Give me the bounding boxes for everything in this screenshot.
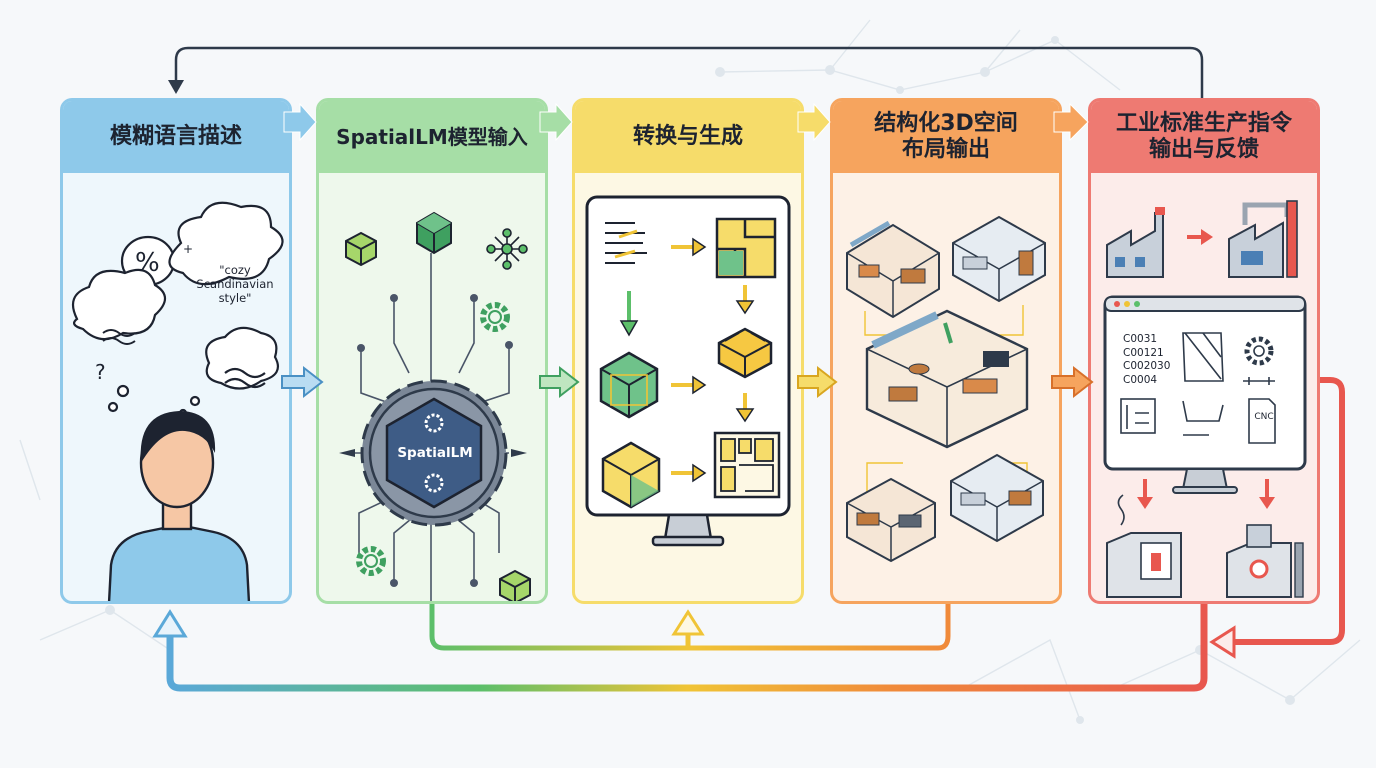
code-line: C0031 (1123, 333, 1158, 345)
style-quote-text: "cozy Scandinavian style" (196, 263, 274, 305)
room-iso-icon (950, 453, 1044, 543)
cube-icon (601, 441, 661, 509)
stage-title: 工业标准生产指令 输出与反馈 (1091, 101, 1317, 173)
top-feedback-arrowhead (168, 80, 184, 94)
person-icon (107, 411, 251, 601)
cnc-machine-icon (1106, 494, 1182, 598)
stage-panel-spatiallm-input: SpatialLM模型输入 (316, 98, 548, 604)
right-return-loop (1222, 377, 1345, 645)
model-hub-illustration (339, 211, 531, 601)
room-iso-icon (865, 309, 1029, 449)
stage-title: SpatialLM模型输入 (319, 101, 545, 173)
hub-label: SpatialLM (397, 445, 473, 461)
bottom-feedback-loop (166, 604, 1208, 692)
room-iso-icon (952, 215, 1046, 303)
plus-symbol: + (183, 242, 193, 256)
code-line: C0004 (1123, 373, 1158, 386)
cube-icon (599, 351, 659, 419)
thought-bubble-icon (71, 268, 167, 341)
stage-panel-industrial-output: 工业标准生产指令 输出与反馈 (1088, 98, 1320, 604)
factory-monitor-illustration (1103, 200, 1307, 598)
person-thinking-illustration: % ? + (71, 201, 284, 601)
room-iso-icon (846, 477, 936, 563)
monitor-icon (1103, 295, 1307, 494)
cube-icon (416, 211, 452, 255)
bottom-loop-arrowhead (152, 609, 188, 638)
blocks-icon (717, 327, 773, 379)
stage-title: 结构化3D空间 布局输出 (833, 101, 1059, 173)
cube-icon (499, 569, 531, 601)
floorplan-icon (713, 431, 781, 499)
stage-title: 模糊语言描述 (63, 101, 289, 173)
top-feedback-line (174, 46, 1204, 98)
right-return-arrowhead (1209, 625, 1236, 659)
cnc-machine-icon (1226, 524, 1304, 598)
stage-title: 转换与生成 (575, 101, 801, 173)
inner-loop-arrowhead (671, 609, 705, 636)
quote-bubble (168, 201, 284, 286)
thought-bubble-icon (205, 326, 279, 390)
stage-panel-fuzzy-language: 模糊语言描述 % ? + "cozy Scandinavi (60, 98, 292, 604)
stage-panel-3d-layout: 结构化3D空间 布局输出 (830, 98, 1062, 604)
floorplan-icon (715, 217, 777, 279)
factory-icon (1106, 207, 1165, 278)
cnc-label: CNC (1254, 412, 1274, 422)
instruction-codes: C0031 C00121 C002030 C0004 (1123, 333, 1170, 387)
inner-feedback-loop (429, 604, 951, 651)
cube-icon (345, 231, 377, 267)
background-dots (105, 36, 1295, 724)
isometric-rooms-illustration (846, 215, 1046, 563)
question-symbol: ? (95, 360, 106, 384)
room-iso-icon (846, 220, 940, 319)
factory-icon (1228, 200, 1298, 278)
stage-panel-transform-generate: 转换与生成 (572, 98, 804, 604)
percent-symbol: % (135, 248, 160, 278)
text-lines-icon (605, 222, 647, 264)
code-line: C00121 (1123, 346, 1164, 359)
code-line: C002030 (1123, 360, 1171, 372)
gear-hub-icon (360, 379, 508, 527)
gear-icon (356, 546, 386, 576)
network-icon (486, 228, 528, 270)
monitor-transform-illustration (585, 195, 791, 547)
gear-icon (480, 302, 510, 332)
